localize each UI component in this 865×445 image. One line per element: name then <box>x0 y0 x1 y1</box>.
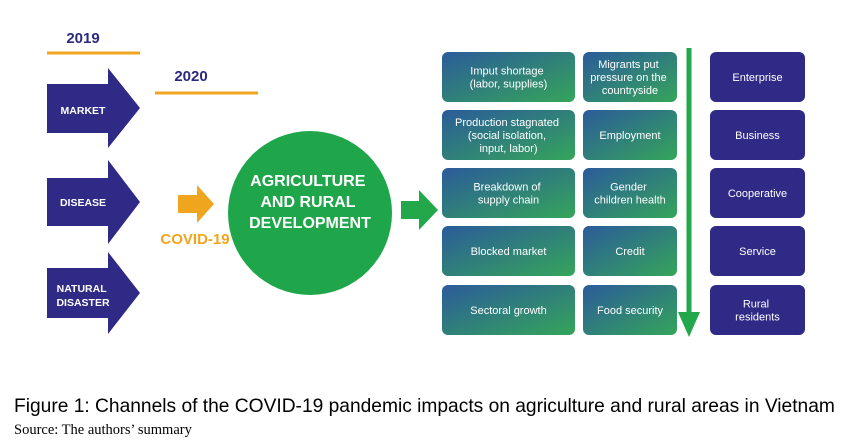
impact-box-background <box>583 168 677 218</box>
covid-arrow <box>178 185 214 223</box>
actor-box-enterprise: Enterprise <box>710 52 805 102</box>
impact-label: Sectoral growth <box>470 305 546 317</box>
impact-box-background <box>442 226 575 276</box>
driver-arrow-market: MARKET <box>47 68 140 148</box>
impact-label: Blocked market <box>471 246 547 258</box>
actor-label: Service <box>739 246 776 258</box>
arrow-shape <box>47 68 140 148</box>
driver-label-disease: DISEASE <box>60 197 106 209</box>
impact-box-gender-children-health: Gender children health <box>583 168 677 218</box>
impact-box-employment: Employment <box>583 110 677 160</box>
impact-label: Employment <box>599 130 660 142</box>
actor-box-cooperative: Cooperative <box>710 168 805 218</box>
impact-label: Food security <box>597 305 664 317</box>
actor-box-background <box>710 110 805 160</box>
impact-label: Breakdown of supply chain <box>473 182 543 207</box>
impact-box-production-stagnated: Production stagnated (social isolation, … <box>442 110 575 160</box>
actor-box-business: Business <box>710 110 805 160</box>
driver-label-market: MARKET <box>61 105 106 117</box>
actor-box-background <box>710 52 805 102</box>
actor-box-background <box>710 285 805 335</box>
arrow-shape <box>47 160 140 244</box>
actor-box-background <box>710 168 805 218</box>
impact-box-sectoral-growth: Sectoral growth <box>442 285 575 335</box>
impact-box-blocked-market: Blocked market <box>442 226 575 276</box>
actor-label: Business <box>735 130 780 142</box>
impact-box-background <box>442 52 575 102</box>
figure-source: Source: The authors’ summary <box>14 422 192 438</box>
impact-box-background <box>583 226 677 276</box>
impact-box-background <box>442 285 575 335</box>
impact-arrow <box>401 190 438 230</box>
agriculture-rural-development-node: AGRICULTURE AND RURAL DEVELOPMENT <box>228 131 392 295</box>
year-label-2019: 2019 <box>66 30 99 47</box>
arrow-shape <box>47 252 140 334</box>
impact-box-background <box>583 110 677 160</box>
impact-label: Production stagnated (social isolation, … <box>455 117 562 155</box>
impact-label: Gender children health <box>594 182 666 207</box>
actor-label: Rural residents <box>735 299 780 324</box>
impact-box-input-shortage: Imput shortage (labor, supplies) <box>442 52 575 102</box>
impact-box-food-security: Food security <box>583 285 677 335</box>
driver-label-natural-disaster: NATURAL DISASTER <box>56 283 110 309</box>
covid-trigger: COVID-19 <box>160 185 230 248</box>
driver-arrow-disease: DISEASE <box>47 160 140 244</box>
impact-box-migrants: Migrants put pressure on the countryside <box>583 52 677 102</box>
impact-label: Imput shortage (labor, supplies) <box>470 66 548 91</box>
covid-label: COVID-19 <box>160 231 229 248</box>
actor-label: Cooperative <box>728 188 787 200</box>
impact-label: Migrants put pressure on the countryside <box>590 59 670 97</box>
actor-box-background <box>710 226 805 276</box>
impact-box-background <box>442 110 575 160</box>
driver-arrow-natural-disaster: NATURAL DISASTER <box>47 252 140 334</box>
impact-box-background <box>583 285 677 335</box>
impact-box-background <box>442 168 575 218</box>
year-label-2020: 2020 <box>174 68 207 85</box>
actor-box-rural-residents: Rural residents <box>710 285 805 335</box>
timeline-2020: 2020 <box>155 68 258 95</box>
impact-box-background <box>583 52 677 102</box>
downward-flow-arrow <box>678 48 700 337</box>
figure-caption: Figure 1: Channels of the COVID-19 pande… <box>14 396 835 417</box>
impact-box-supply-chain: Breakdown of supply chain <box>442 168 575 218</box>
flow-arrow-head <box>678 312 700 337</box>
center-circle <box>228 131 392 295</box>
actor-label: Enterprise <box>732 72 782 84</box>
center-label: AGRICULTURE AND RURAL DEVELOPMENT <box>249 173 371 232</box>
actor-box-service: Service <box>710 226 805 276</box>
timeline-2019: 2019 <box>47 30 140 55</box>
impact-box-credit: Credit <box>583 226 677 276</box>
impact-label: Credit <box>615 246 644 258</box>
